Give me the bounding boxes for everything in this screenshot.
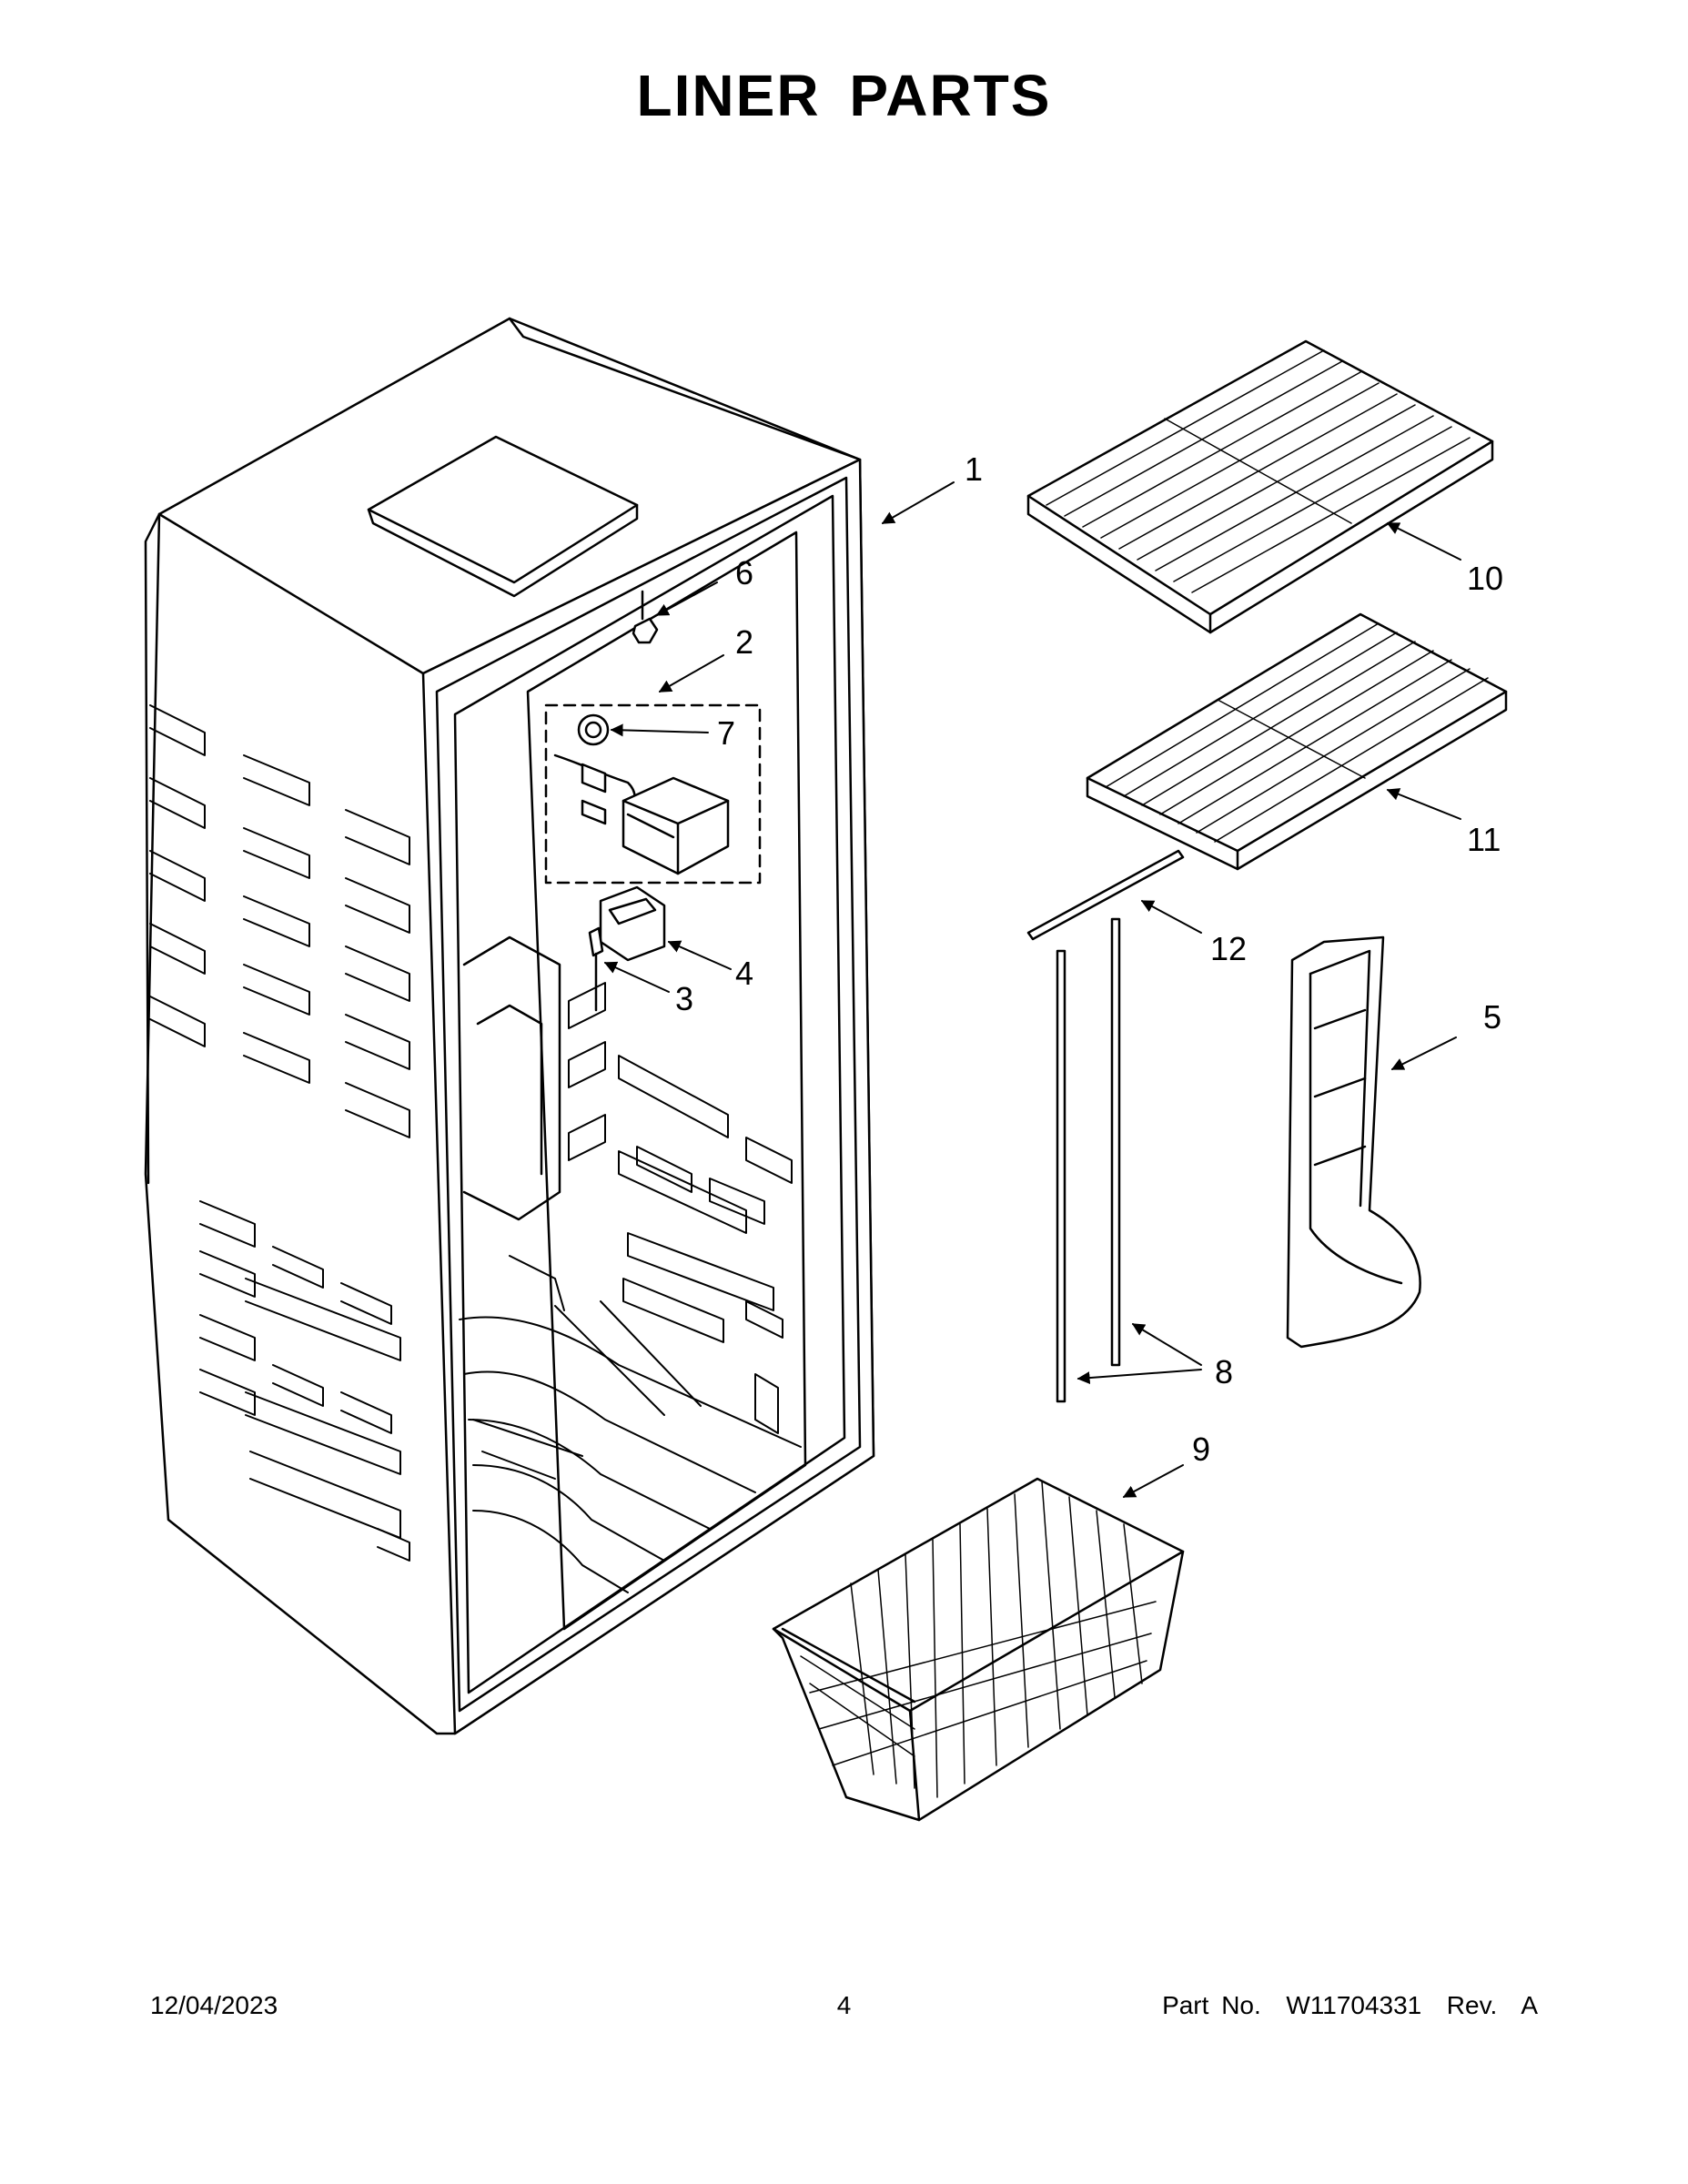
callout-6: 6 bbox=[735, 554, 754, 592]
leader-6 bbox=[655, 581, 718, 616]
harness-assembly-part-2 bbox=[544, 703, 762, 885]
callout-10: 10 bbox=[1467, 560, 1504, 597]
thermistor-part-3 bbox=[588, 926, 604, 1012]
leader-10 bbox=[1386, 522, 1461, 561]
callout-3: 3 bbox=[675, 980, 694, 1017]
callout-12: 12 bbox=[1210, 930, 1248, 967]
shelf-part-11 bbox=[1086, 612, 1508, 871]
sensor-bracket-part-4 bbox=[599, 885, 666, 962]
liner-part-1 bbox=[144, 317, 875, 1735]
leader-8a bbox=[1131, 1323, 1202, 1366]
footer-page-number: 4 bbox=[836, 1991, 852, 2019]
leader-7 bbox=[610, 723, 709, 737]
leader-2 bbox=[658, 654, 724, 693]
wire-basket-part-9 bbox=[772, 1477, 1185, 1822]
leader-3 bbox=[603, 961, 670, 993]
shelf-part-10 bbox=[1026, 339, 1494, 634]
leader-5 bbox=[1390, 1036, 1457, 1070]
leader-9 bbox=[1122, 1464, 1184, 1498]
callout-1: 1 bbox=[965, 450, 984, 488]
callout-9: 9 bbox=[1192, 1431, 1211, 1468]
footer-part-number: Part No. W11704331 Rev. A bbox=[1162, 1991, 1538, 2019]
callout-11: 11 bbox=[1467, 821, 1501, 858]
air-tower-part-5 bbox=[1286, 935, 1421, 1349]
trim-part-12 bbox=[1026, 849, 1185, 941]
callout-5: 5 bbox=[1483, 998, 1502, 1036]
footer-date: 12/04/2023 bbox=[150, 1991, 278, 2019]
callout-7: 7 bbox=[717, 714, 736, 752]
leader-1 bbox=[881, 481, 955, 524]
leader-8b bbox=[1076, 1369, 1202, 1385]
leader-arrows bbox=[603, 481, 1461, 1498]
callout-4: 4 bbox=[735, 955, 754, 992]
callout-8: 8 bbox=[1215, 1353, 1234, 1390]
leader-12 bbox=[1140, 900, 1202, 934]
leader-4 bbox=[667, 940, 732, 970]
clip-part-6 bbox=[632, 590, 659, 644]
leader-11 bbox=[1386, 788, 1461, 820]
callout-2: 2 bbox=[735, 623, 754, 661]
trim-part-8 bbox=[1056, 917, 1121, 1403]
page-title: LINER PARTS bbox=[636, 63, 1052, 128]
